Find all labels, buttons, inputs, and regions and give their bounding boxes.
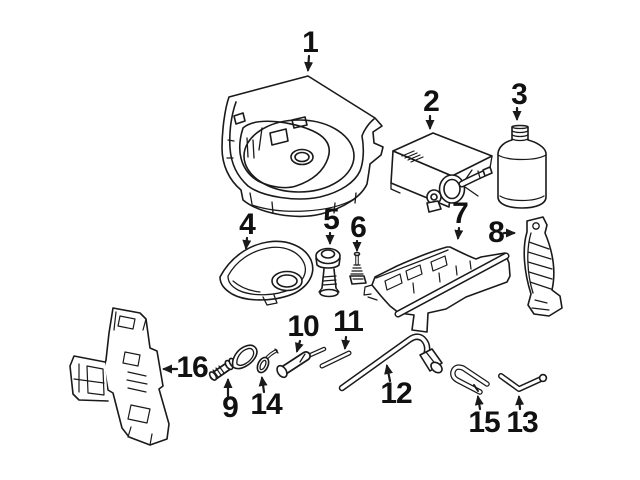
callout-12-arrow	[384, 364, 393, 383]
callout-9-label: 9	[222, 391, 239, 424]
callout-10-arrow	[294, 339, 304, 353]
callout-15-label: 15	[468, 406, 500, 439]
part-7-foam-tool-tray	[363, 246, 511, 333]
callout-4-arrow	[242, 236, 252, 250]
callout-2-label: 2	[423, 85, 440, 118]
part-4-tray-cover	[219, 240, 314, 306]
part-11-rod	[319, 350, 352, 369]
part-10-extension-rod	[276, 346, 327, 379]
callout-13-arrow	[515, 395, 525, 411]
callout-4-label: 4	[239, 208, 256, 241]
callout-7-label: 7	[452, 197, 469, 230]
callout-3-label: 3	[511, 78, 528, 111]
callout-5-label: 5	[323, 203, 340, 236]
callout-1-label: 1	[302, 26, 319, 59]
callout-15-arrow	[474, 395, 484, 411]
part-12-lug-wrench	[338, 333, 443, 392]
part-13-hex-key	[498, 373, 548, 392]
part-5-valve-spindle	[315, 247, 341, 298]
callout-14-label: 14	[250, 388, 282, 421]
callout-11-arrow	[341, 335, 351, 350]
part-16-tool-holder-bracket	[69, 307, 170, 446]
callout-7-arrow	[454, 226, 464, 240]
callout-14-arrow	[258, 376, 268, 394]
part-15-handle-hook	[450, 364, 490, 395]
callout-11-label: 11	[333, 305, 364, 338]
callout-13-label: 13	[506, 406, 538, 439]
part-2-air-compressor	[390, 132, 493, 213]
part-14-spring-clip	[256, 348, 279, 374]
callout-1-arrow	[304, 54, 314, 72]
callout-6-label: 6	[350, 211, 367, 244]
part-8-side-bracket	[523, 216, 563, 317]
part-6-bolt	[349, 251, 367, 285]
part-1-storage-bowl	[221, 75, 384, 218]
callout-16-label: 16	[176, 351, 208, 384]
part-3-sealant-bottle	[497, 124, 547, 209]
callout-12-label: 12	[380, 377, 412, 410]
callout-10-label: 10	[287, 310, 319, 343]
part-9-tow-hook	[208, 344, 258, 381]
callout-8-label: 8	[488, 216, 505, 249]
